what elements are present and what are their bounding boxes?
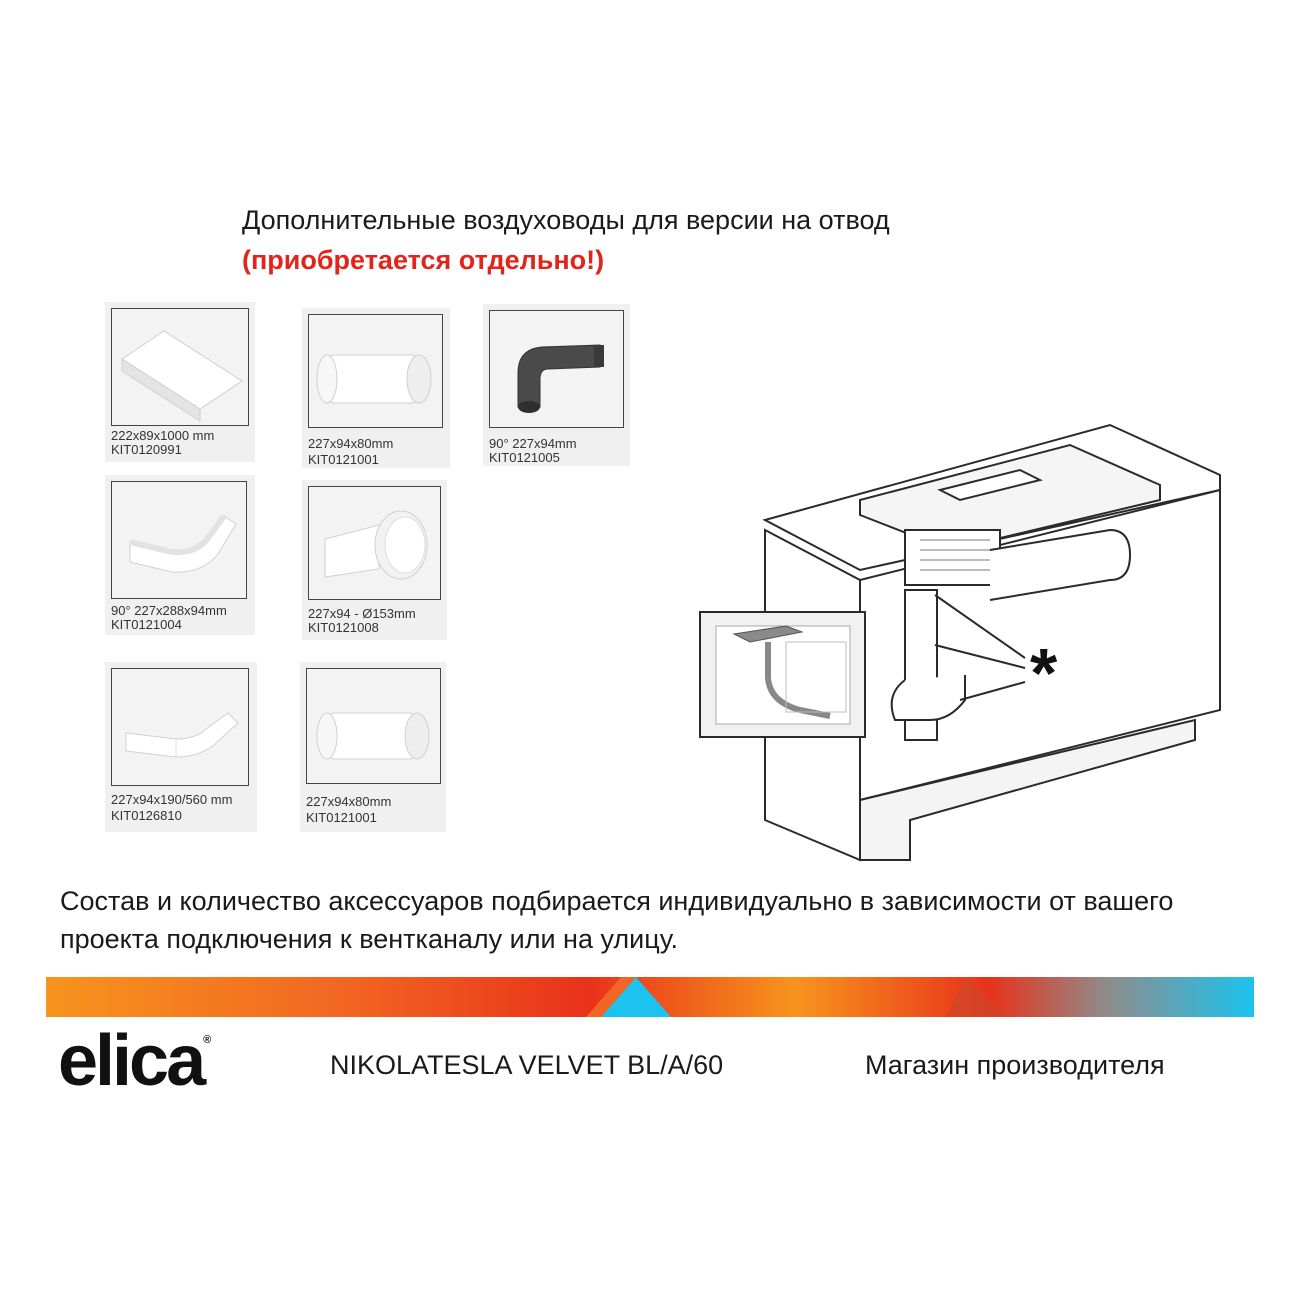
flat-duct-connector-icon (308, 314, 443, 428)
accessory-dims: 227x94x80mm (306, 794, 392, 809)
accessory-dims: 90° 227x288x94mm (111, 603, 227, 618)
vertical-bend-icon (489, 310, 624, 428)
registered-mark: ® (203, 1034, 212, 1046)
shop-label: Магазин производителя (865, 1050, 1165, 1080)
accessory-code: KIT0121001 (308, 452, 379, 467)
accessory-dims: 227x94 - Ø153mm (308, 606, 416, 621)
accessory-code: KIT0121001 (306, 810, 377, 825)
heading-subtitle: (приобретается отдельно!) (242, 245, 605, 275)
accessory-card: 222x89x1000 mm KIT0120991 (105, 302, 255, 462)
horizontal-bend-icon (111, 481, 247, 599)
accessory-dims: 90° 227x94mm (489, 436, 577, 451)
kitchen-island-installation-icon: * (690, 420, 1240, 870)
accessory-code: KIT0121008 (308, 620, 379, 635)
flat-duct-connector-icon (306, 668, 441, 784)
model-name: NIKOLATESLA VELVET BL/A/60 (330, 1050, 724, 1080)
accessory-card: 227x94x80mm KIT0121001 (300, 662, 446, 832)
accessory-dims: 222x89x1000 mm (111, 428, 215, 443)
accessory-dims: 227x94x80mm (308, 436, 394, 451)
decorative-gradient-band (46, 977, 1254, 1017)
section-heading: Дополнительные воздуховоды для версии на… (242, 200, 890, 280)
heading-title: Дополнительные воздуховоды для версии на… (242, 205, 890, 235)
accessory-dims: 227x94x190/560 mm (111, 792, 233, 807)
brand-name: elica (58, 1021, 206, 1101)
brand-logo: elica® (58, 1020, 211, 1102)
accessory-card: 227x94x80mm KIT0121001 (302, 308, 450, 468)
accessory-card: 90° 227x288x94mm KIT0121004 (105, 475, 255, 635)
accessory-code: KIT0126810 (111, 808, 182, 823)
accessories-note: Состав и количество аксессуаров подбирае… (60, 886, 1174, 954)
accessory-card: 90° 227x94mm KIT0121005 (483, 304, 630, 466)
accessory-card: 227x94x190/560 mm KIT0126810 (105, 662, 257, 832)
diagram-marker: * (1030, 634, 1058, 712)
extension-bend-icon (111, 668, 249, 786)
accessory-code: KIT0121004 (111, 617, 182, 632)
accessory-code: KIT0121005 (489, 450, 560, 465)
flat-to-round-adapter-icon (308, 486, 441, 600)
accessory-code: KIT0120991 (111, 442, 182, 457)
straight-flat-duct-icon (111, 308, 249, 426)
accessory-card: 227x94 - Ø153mm KIT0121008 (302, 480, 447, 640)
